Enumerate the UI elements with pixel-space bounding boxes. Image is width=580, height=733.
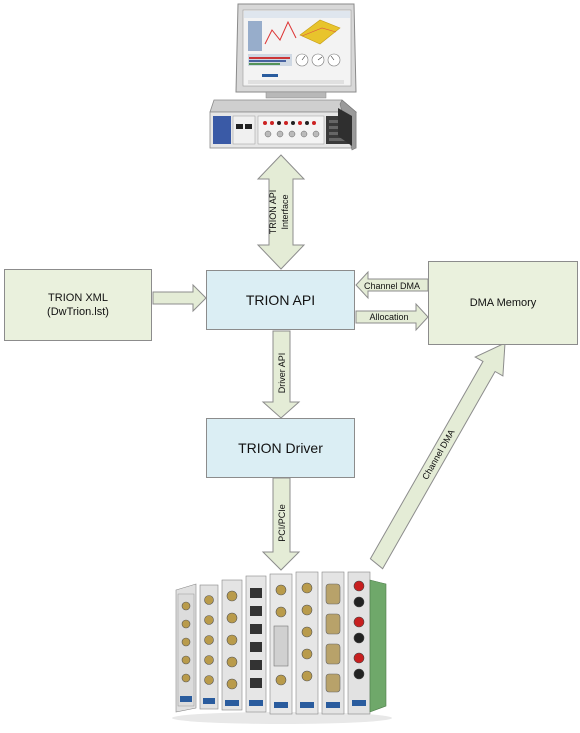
channel-dma-diagonal-label: Channel DMA: [420, 428, 456, 482]
trion-xml-title: TRION XML: [48, 292, 108, 304]
xml-to-api-arrow: [152, 283, 207, 313]
dma-memory-label: DMA Memory: [469, 297, 537, 309]
api-to-dma-arrow: [355, 302, 429, 332]
trion-api-label: TRION API: [245, 292, 316, 308]
api-interface-label-line1: TRION API: [268, 190, 278, 235]
dma-to-api-arrow: [355, 270, 429, 300]
daq-system-image: [209, 3, 358, 151]
trion-api-box: TRION API: [206, 270, 355, 330]
pci-arrow: [261, 477, 301, 571]
trion-driver-box: TRION Driver: [206, 418, 355, 478]
allocation-label: Allocation: [369, 312, 408, 322]
trion-cards-image: [172, 571, 392, 724]
dma-memory-box: DMA Memory: [428, 261, 578, 345]
channel-dma-diagonal-arrow: [369, 342, 506, 570]
api-interface-label-line2: Interface: [280, 194, 290, 229]
trion-driver-label: TRION Driver: [238, 440, 323, 456]
driver-api-label: Driver API: [277, 353, 287, 394]
trion-xml-filename: (DwTrion.lst): [47, 306, 109, 318]
api-interface-arrow: [256, 154, 306, 270]
trion-xml-box: TRION XML (DwTrion.lst): [4, 269, 152, 341]
driver-api-arrow: [261, 330, 301, 419]
channel-dma-top-label: Channel DMA: [364, 281, 420, 291]
pci-label: PCI/PCIe: [277, 504, 287, 542]
